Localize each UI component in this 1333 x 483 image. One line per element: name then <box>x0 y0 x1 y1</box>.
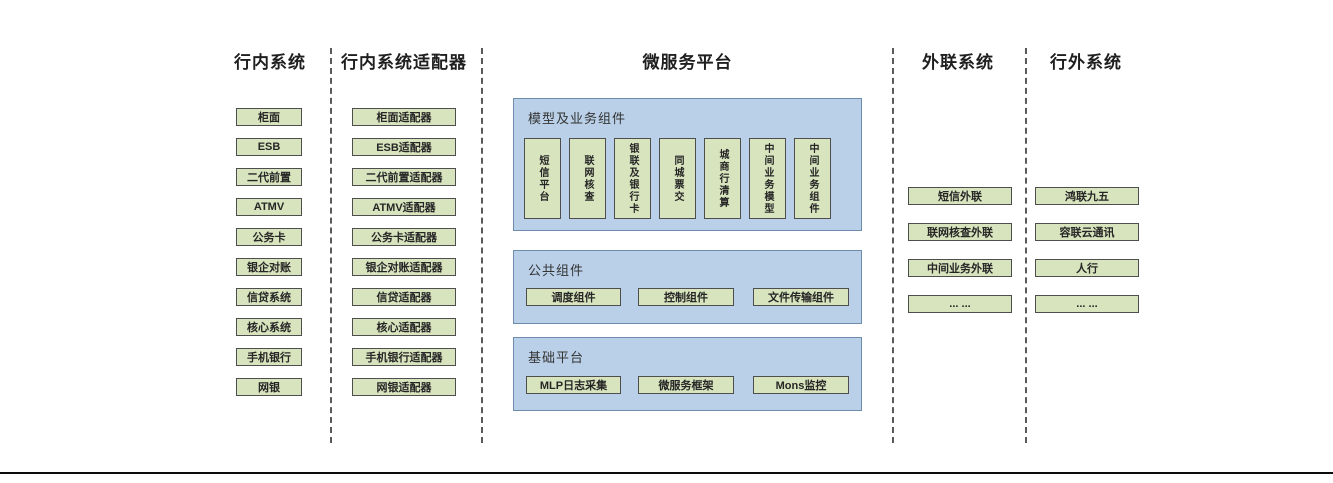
internal-system-node: 核心系统 <box>236 318 302 336</box>
adapter-node: ESB适配器 <box>352 138 456 156</box>
panel-base-platform: 基础平台 MLP日志采集 微服务框架 Mons监控 <box>513 337 862 411</box>
model-component-node: 银联及银行卡 <box>614 138 651 219</box>
column-divider <box>1025 48 1027 443</box>
internal-system-node: 手机银行 <box>236 348 302 366</box>
panel-title: 模型及业务组件 <box>528 111 627 126</box>
external-system-node: 鸿联九五 <box>1035 187 1139 205</box>
outreach-system-node: ... ... <box>908 295 1012 313</box>
panel-title: 基础平台 <box>528 350 585 365</box>
internal-system-node: ESB <box>236 138 302 156</box>
external-system-node: ... ... <box>1035 295 1139 313</box>
column-divider <box>481 48 483 443</box>
header-outreach-systems: 外联系统 <box>922 53 994 72</box>
adapter-node: 网银适配器 <box>352 378 456 396</box>
adapter-node: ATMV适配器 <box>352 198 456 216</box>
column-divider <box>330 48 332 443</box>
model-component-node: 短信平台 <box>524 138 561 219</box>
common-component-node: 控制组件 <box>638 288 734 306</box>
model-component-node: 中间业务模型 <box>749 138 786 219</box>
base-platform-node: MLP日志采集 <box>526 376 621 394</box>
adapter-node: 信贷适配器 <box>352 288 456 306</box>
model-component-node: 中间业务组件 <box>794 138 831 219</box>
adapter-node: 二代前置适配器 <box>352 168 456 186</box>
base-platform-node: Mons监控 <box>753 376 849 394</box>
adapter-node: 公务卡适配器 <box>352 228 456 246</box>
column-divider <box>892 48 894 443</box>
internal-system-node: 信贷系统 <box>236 288 302 306</box>
base-platform-node: 微服务框架 <box>638 376 734 394</box>
external-system-node: 容联云通讯 <box>1035 223 1139 241</box>
model-component-node: 同城票交 <box>659 138 696 219</box>
model-component-node: 城商行清算 <box>704 138 741 219</box>
internal-system-node: 公务卡 <box>236 228 302 246</box>
adapter-node: 柜面适配器 <box>352 108 456 126</box>
common-component-node: 调度组件 <box>526 288 621 306</box>
adapter-node: 核心适配器 <box>352 318 456 336</box>
internal-system-node: ATMV <box>236 198 302 216</box>
model-component-node: 联网核查 <box>569 138 606 219</box>
outreach-system-node: 联网核查外联 <box>908 223 1012 241</box>
adapter-node: 手机银行适配器 <box>352 348 456 366</box>
bottom-border-line <box>0 472 1333 474</box>
internal-system-node: 二代前置 <box>236 168 302 186</box>
header-microservice-platform: 微服务平台 <box>642 53 733 72</box>
panel-title: 公共组件 <box>528 263 585 278</box>
internal-system-node: 网银 <box>236 378 302 396</box>
header-external-systems: 行外系统 <box>1050 53 1122 72</box>
outreach-system-node: 短信外联 <box>908 187 1012 205</box>
header-internal-system-adapters: 行内系统适配器 <box>341 53 467 72</box>
internal-system-node: 银企对账 <box>236 258 302 276</box>
adapter-node: 银企对账适配器 <box>352 258 456 276</box>
external-system-node: 人行 <box>1035 259 1139 277</box>
outreach-system-node: 中间业务外联 <box>908 259 1012 277</box>
internal-system-node: 柜面 <box>236 108 302 126</box>
common-component-node: 文件传输组件 <box>753 288 849 306</box>
header-internal-systems: 行内系统 <box>234 53 306 72</box>
panel-common-components: 公共组件 调度组件 控制组件 文件传输组件 <box>513 250 862 324</box>
panel-model-business-components: 模型及业务组件 短信平台 联网核查 银联及银行卡 同城票交 城商行清算 中间业务… <box>513 98 862 231</box>
